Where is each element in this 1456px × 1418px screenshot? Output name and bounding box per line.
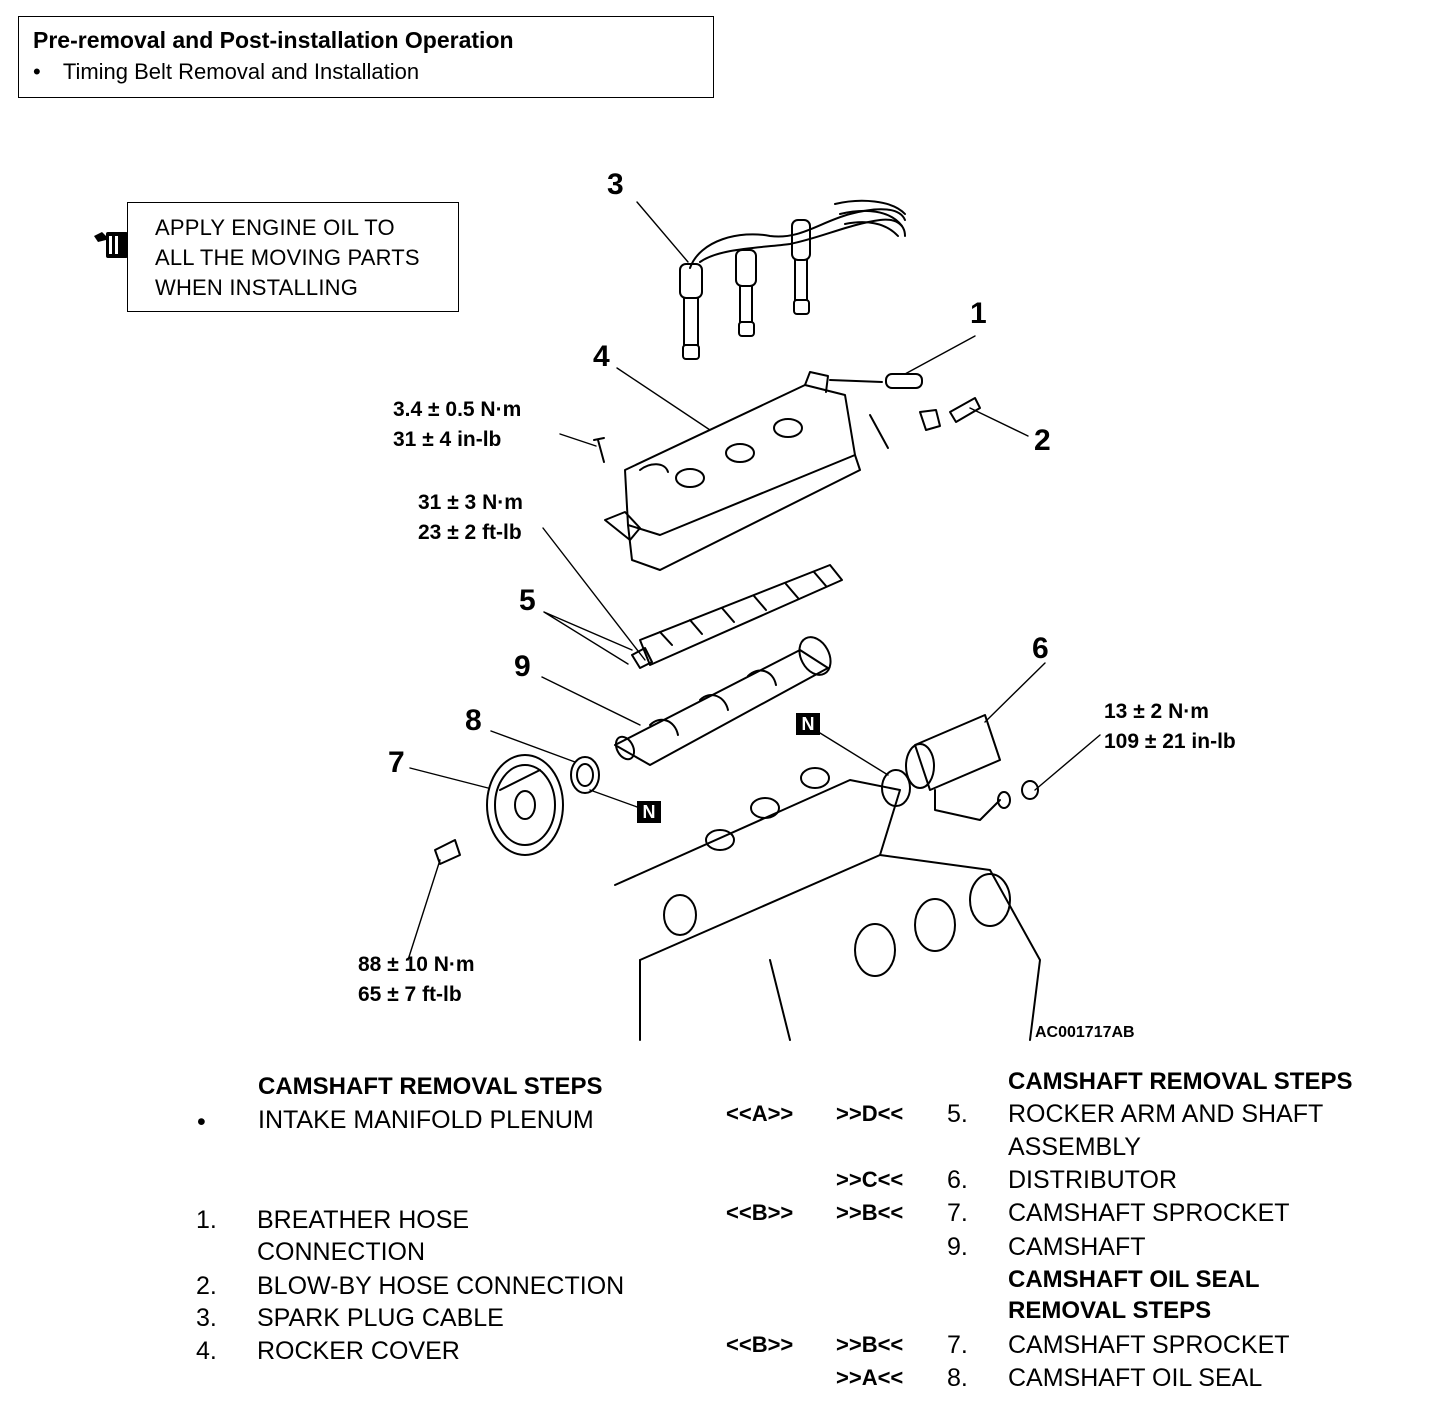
step-number: 2. bbox=[196, 1272, 217, 1300]
oil-seal-heading-line2: REMOVAL STEPS bbox=[1008, 1297, 1212, 1324]
torque-nm: 3.4 ± 0.5 N·m bbox=[393, 398, 522, 421]
camshaft-sprocket bbox=[486, 754, 564, 856]
oil-can-icon bbox=[92, 228, 132, 262]
cover-bolt bbox=[593, 437, 605, 463]
rocker-cover bbox=[604, 371, 923, 571]
callout-3: 3 bbox=[607, 168, 624, 201]
step-number: 7. bbox=[947, 1331, 968, 1359]
step-number: 3. bbox=[196, 1304, 217, 1332]
note-line-1: APPLY ENGINE OIL TO bbox=[155, 215, 395, 240]
cylinder-head bbox=[614, 767, 1041, 1041]
step-camshaft-sprocket: CAMSHAFT SPROCKET bbox=[1008, 1199, 1290, 1227]
step-camshaft-sprocket: CAMSHAFT SPROCKET bbox=[1008, 1331, 1290, 1359]
camshaft bbox=[614, 636, 832, 766]
pre-removal-title: Pre-removal and Post-installation Operat… bbox=[33, 27, 514, 53]
callout-2: 2 bbox=[1034, 424, 1051, 457]
torque-imperial: 23 ± 2 ft-lb bbox=[418, 521, 522, 544]
step-number: 4. bbox=[196, 1337, 217, 1365]
installation-code: >>B<< bbox=[836, 1332, 904, 1357]
step-intake-manifold-plenum: INTAKE MANIFOLD PLENUM bbox=[258, 1106, 594, 1134]
right-steps-heading: CAMSHAFT REMOVAL STEPS bbox=[1008, 1068, 1353, 1095]
installation-code: >>D<< bbox=[836, 1101, 904, 1126]
rocker-arm-shaft-assembly bbox=[631, 564, 843, 669]
blow-by-hose bbox=[869, 397, 981, 449]
bullet: • bbox=[33, 59, 41, 84]
torque-distributor: 13 ± 2 N·m 109 ± 21 in-lb bbox=[1104, 697, 1236, 757]
step-camshaft-oil-seal: CAMSHAFT OIL SEAL bbox=[1008, 1364, 1263, 1392]
figure-id: AC001717AB bbox=[1035, 1024, 1135, 1041]
new-part-mark: N bbox=[637, 801, 661, 823]
distributor bbox=[905, 714, 1039, 821]
removal-code: <<B>> bbox=[726, 1332, 794, 1357]
torque-imperial: 65 ± 7 ft-lb bbox=[358, 983, 462, 1006]
step-breather-hose-line2: CONNECTION bbox=[257, 1238, 426, 1266]
step-number: 5. bbox=[947, 1100, 968, 1128]
step-rocker-arm-line2: ASSEMBLY bbox=[1008, 1133, 1141, 1161]
leader-lines bbox=[407, 201, 1101, 961]
callout-5: 5 bbox=[519, 584, 536, 617]
callout-9: 9 bbox=[514, 650, 531, 683]
callout-8: 8 bbox=[465, 704, 482, 737]
oil-seal-heading-line1: CAMSHAFT OIL SEAL bbox=[1008, 1266, 1260, 1293]
torque-nm: 88 ± 10 N·m bbox=[358, 953, 475, 976]
step-breather-hose-line1: BREATHER HOSE bbox=[257, 1206, 470, 1234]
torque-nm: 31 ± 3 N·m bbox=[418, 491, 523, 514]
spark-plug-cables bbox=[679, 199, 906, 360]
new-part-mark: N bbox=[796, 713, 820, 735]
step-distributor: DISTRIBUTOR bbox=[1008, 1166, 1177, 1194]
step-rocker-arm-line1: ROCKER ARM AND SHAFT bbox=[1008, 1100, 1324, 1128]
camshaft-oil-seal bbox=[570, 756, 600, 794]
step-number: 1. bbox=[196, 1206, 217, 1234]
removal-code: <<B>> bbox=[726, 1200, 794, 1225]
torque-cover-bolt: 3.4 ± 0.5 N·m 31 ± 4 in-lb bbox=[393, 395, 521, 455]
bullet: • bbox=[197, 1108, 206, 1136]
callout-7: 7 bbox=[388, 746, 405, 779]
sprocket-bolt bbox=[434, 839, 461, 865]
step-number: 9. bbox=[947, 1233, 968, 1261]
note-line-2: ALL THE MOVING PARTS bbox=[155, 245, 420, 270]
step-blow-by-hose: BLOW-BY HOSE CONNECTION bbox=[257, 1272, 625, 1300]
torque-sprocket: 88 ± 10 N·m 65 ± 7 ft-lb bbox=[358, 950, 475, 1010]
step-number: 6. bbox=[947, 1166, 968, 1194]
callout-6: 6 bbox=[1032, 632, 1049, 665]
left-steps-heading: CAMSHAFT REMOVAL STEPS bbox=[258, 1073, 603, 1100]
removal-code: <<A>> bbox=[726, 1101, 794, 1126]
pre-removal-item-text: Timing Belt Removal and Installation bbox=[62, 59, 420, 84]
note-line-3: WHEN INSTALLING bbox=[155, 275, 359, 300]
step-spark-plug-cable: SPARK PLUG CABLE bbox=[257, 1304, 504, 1332]
torque-imperial: 109 ± 21 in-lb bbox=[1104, 730, 1236, 753]
callout-4: 4 bbox=[593, 340, 610, 373]
step-camshaft: CAMSHAFT bbox=[1008, 1233, 1146, 1261]
step-number: 8. bbox=[947, 1364, 968, 1392]
step-number: 7. bbox=[947, 1199, 968, 1227]
step-rocker-cover: ROCKER COVER bbox=[257, 1337, 460, 1365]
torque-rocker-shaft: 31 ± 3 N·m 23 ± 2 ft-lb bbox=[418, 488, 523, 548]
pre-removal-item: • Timing Belt Removal and Installation bbox=[33, 59, 419, 85]
installation-code: >>C<< bbox=[836, 1167, 904, 1192]
engine-oil-note: APPLY ENGINE OIL TO ALL THE MOVING PARTS… bbox=[127, 202, 459, 312]
installation-code: >>A<< bbox=[836, 1365, 904, 1390]
installation-code: >>B<< bbox=[836, 1200, 904, 1225]
torque-imperial: 31 ± 4 in-lb bbox=[393, 428, 502, 451]
torque-nm: 13 ± 2 N·m bbox=[1104, 700, 1209, 723]
callout-1: 1 bbox=[970, 297, 987, 330]
pre-removal-box: Pre-removal and Post-installation Operat… bbox=[18, 16, 714, 98]
